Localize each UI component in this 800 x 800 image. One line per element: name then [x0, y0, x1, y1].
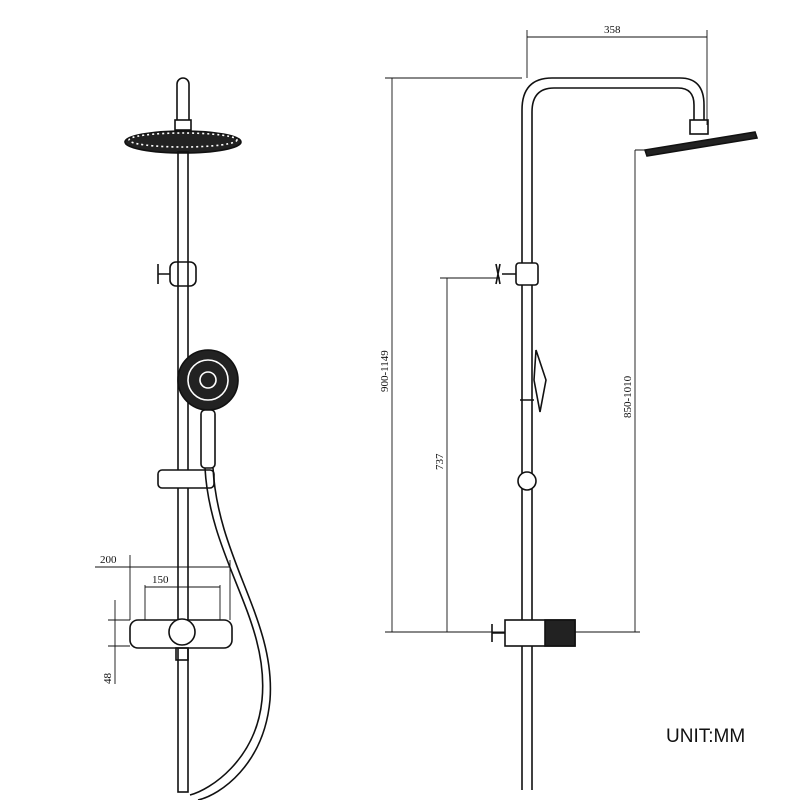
unit-label: UNIT:MM [666, 726, 746, 747]
front-view: 200 150 48 [95, 77, 272, 800]
top-pipe [176, 77, 190, 120]
rain-head-side [643, 131, 759, 157]
dim-arm-width: 358 [604, 24, 621, 36]
hand-shower [177, 349, 239, 469]
shower-hose [189, 467, 272, 800]
head-connector [174, 119, 192, 131]
mixer-dimensions [95, 555, 231, 684]
dim-mixer-centers: 150 [152, 574, 169, 586]
dim-head-height: 850-1010 [622, 375, 634, 418]
thermostatic-mixer [129, 618, 233, 661]
hand-shower-side [520, 349, 547, 413]
shower-arm [521, 77, 705, 790]
dim-total-height: 900-1149 [379, 350, 391, 392]
dim-slide-height: 737 [434, 453, 446, 470]
side-holder [517, 471, 537, 491]
side-mixer [491, 619, 576, 647]
side-view: 358 900-1149 737 850-1010 [379, 24, 759, 790]
dim-mixer-width: 200 [100, 554, 117, 566]
rain-shower-head [124, 130, 242, 154]
side-clamp [495, 262, 539, 286]
side-dimensions [385, 30, 708, 633]
dim-mixer-height: 48 [102, 673, 114, 685]
rail-clamp [157, 261, 197, 287]
